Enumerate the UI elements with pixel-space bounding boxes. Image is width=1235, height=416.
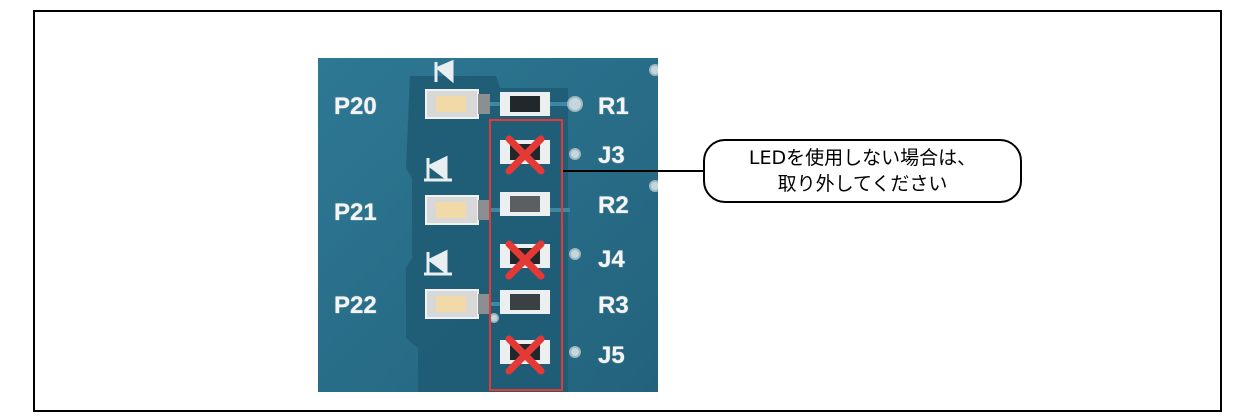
- diode-symbol-1: [434, 59, 454, 84]
- component-r2: [500, 192, 550, 216]
- component-label-j3: J3: [598, 142, 625, 169]
- callout-box: LEDを使用しない場合は、 取り外してください: [703, 139, 1022, 203]
- cross-mark-icon: [505, 135, 545, 175]
- component-label-j5: J5: [598, 342, 625, 369]
- diode-symbol-3: [424, 249, 452, 276]
- led-label-p21: P21: [334, 199, 377, 226]
- callout-line-2: 取り外してください: [777, 173, 948, 195]
- component-r3: [500, 290, 550, 314]
- component-label-r1: R1: [598, 93, 629, 120]
- jumper-highlight-box: [489, 119, 563, 391]
- led-label-p22: P22: [334, 292, 377, 319]
- cross-mark-icon: [505, 240, 545, 280]
- led-1: [425, 89, 490, 119]
- component-label-r3: R3: [598, 292, 629, 319]
- component-label-j4: J4: [598, 246, 625, 273]
- cross-mark-icon: [505, 335, 545, 375]
- led-label-p20: P20: [334, 93, 377, 120]
- led-3: [425, 289, 490, 319]
- led-2: [425, 195, 490, 225]
- callout-line-1: LEDを使用しない場合は、: [748, 147, 977, 169]
- component-label-r2: R2: [598, 192, 629, 219]
- component-r1: [500, 92, 550, 116]
- diode-symbol-2: [424, 155, 452, 182]
